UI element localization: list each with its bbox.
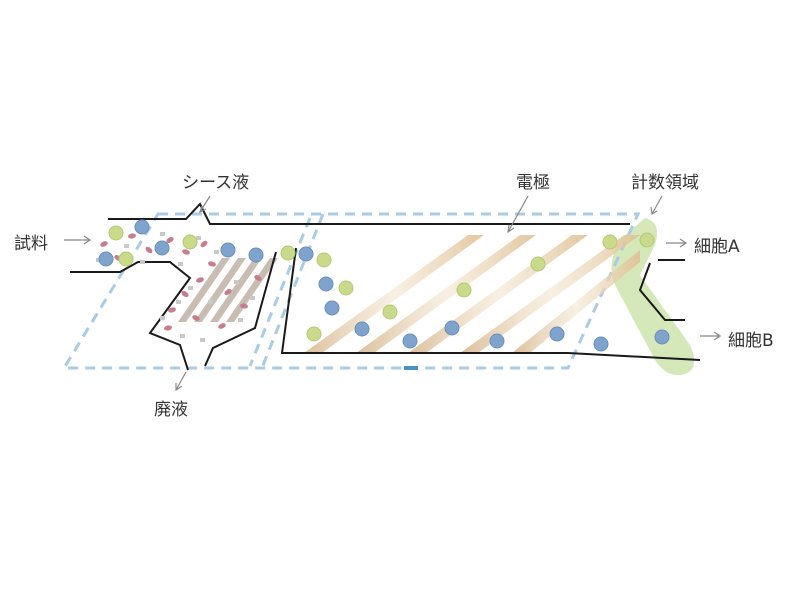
electrode-bands	[304, 235, 640, 353]
sample-arrow-icon	[64, 235, 92, 245]
counting-arrow-icon	[650, 195, 663, 215]
cells-blue	[98, 219, 670, 352]
label-electrode: 電極	[516, 173, 550, 193]
label-cell-a: 細胞A	[694, 237, 740, 257]
channel-outline	[70, 202, 701, 371]
label-counting-area: 計数領域	[631, 173, 699, 193]
electrode-arrow-icon	[507, 195, 529, 234]
dashed-accent	[404, 366, 418, 370]
label-sheath: シース液	[182, 173, 250, 193]
cells-green	[108, 225, 655, 342]
small-electrodes	[178, 258, 278, 322]
cell-a-arrow-icon	[666, 238, 688, 248]
cell-b-arrow-icon	[700, 331, 722, 341]
dashed-boundary	[61, 212, 641, 370]
label-sample: 試料	[14, 234, 48, 254]
particles-red	[100, 233, 262, 331]
label-cell-b: 細胞B	[728, 331, 774, 351]
label-waste: 廃液	[154, 400, 188, 420]
leader-lines	[64, 195, 722, 392]
sheath-arrow-icon	[198, 195, 211, 214]
particles-gray	[96, 232, 255, 342]
waste-arrow-icon	[175, 371, 187, 392]
